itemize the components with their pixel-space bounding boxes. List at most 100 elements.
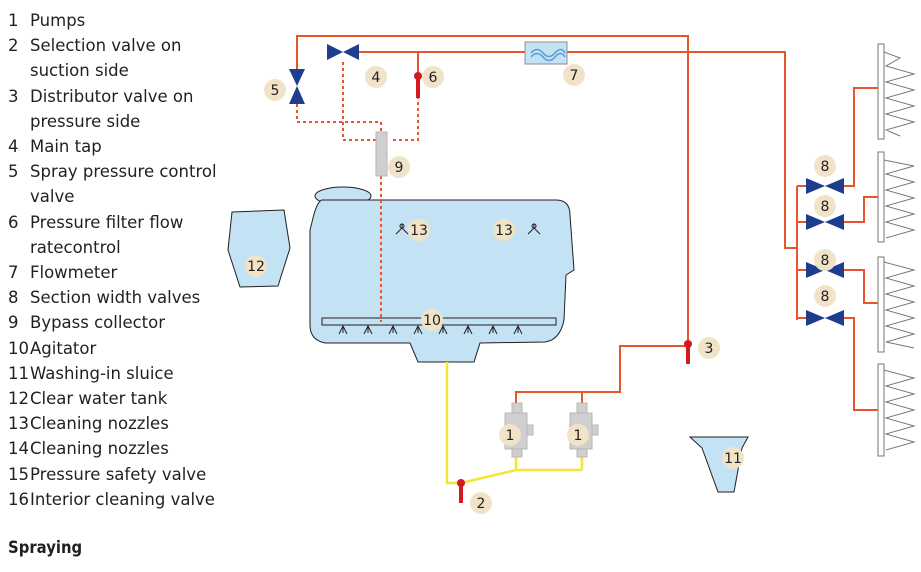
legend-text: Main tap xyxy=(30,137,102,157)
badge-pressure-filter: 6 xyxy=(422,66,444,88)
legend-text: Cleaning nozzles xyxy=(30,414,169,434)
pressure-filter-valve-icon xyxy=(414,72,422,98)
boom-section-2 xyxy=(877,151,885,243)
badge-nozzle-left: 13 xyxy=(408,219,430,241)
legend-text: Pumps xyxy=(30,11,86,30)
legend-item: 1 Pumps xyxy=(8,8,258,33)
bypass-lines xyxy=(296,62,419,322)
pressure-control-valve-icon xyxy=(289,69,305,104)
badge-bypass: 9 xyxy=(388,156,410,178)
legend-text: Selection valve on xyxy=(30,36,182,56)
legend-number: 5 xyxy=(8,162,19,182)
section-valve-4-icon xyxy=(806,310,844,326)
legend-number: 16 xyxy=(8,489,29,509)
legend-number: 7 xyxy=(8,263,19,283)
svg-text:2: 2 xyxy=(477,496,486,512)
svg-text:1: 1 xyxy=(506,428,515,444)
selection-valve-icon xyxy=(457,479,465,503)
legend-text: Cleaning nozzles xyxy=(30,439,169,459)
boom-section-3 xyxy=(877,256,885,353)
badge-selection-valve: 2 xyxy=(470,492,492,514)
badge-nozzle-right: 13 xyxy=(493,219,515,241)
distributor-valve-icon xyxy=(684,340,692,364)
badge-section-4: 8 xyxy=(814,285,836,307)
legend-text: ratecontrol xyxy=(30,237,121,257)
legend-item: suction side xyxy=(8,58,258,83)
legend-number: 8 xyxy=(8,288,19,308)
badge-distributor-valve: 3 xyxy=(698,337,720,359)
legend-number: 12 xyxy=(8,389,29,409)
legend-text: pressure side xyxy=(30,111,141,131)
svg-text:6: 6 xyxy=(429,70,438,86)
legend-number: 3 xyxy=(8,86,19,106)
legend-text: Bypass collector xyxy=(30,313,166,333)
legend-number: 15 xyxy=(8,464,29,484)
legend-text: Agitator xyxy=(30,338,97,358)
legend-number: 1 xyxy=(8,11,19,30)
section-valve-2-icon xyxy=(806,214,844,230)
legend-number: 14 xyxy=(8,439,29,459)
svg-text:4: 4 xyxy=(372,70,381,86)
legend-text: Interior cleaning valve xyxy=(30,489,215,509)
legend-number: 10 xyxy=(8,338,29,358)
badge-pump-right: 1 xyxy=(567,424,589,446)
spray-fan-3 xyxy=(883,261,916,349)
legend-text: Spray pressure control xyxy=(30,162,217,182)
svg-text:9: 9 xyxy=(395,160,404,176)
svg-text:13: 13 xyxy=(410,223,428,239)
boom-section-1 xyxy=(877,43,885,140)
legend-item: 4 Main tap xyxy=(8,134,258,159)
boom-sections xyxy=(877,43,916,457)
svg-text:13: 13 xyxy=(495,223,513,239)
svg-text:8: 8 xyxy=(821,159,830,175)
legend-item: ratecontrol xyxy=(8,235,258,260)
legend-item: 7 Flowmeter xyxy=(8,260,258,285)
badge-main-tap: 4 xyxy=(365,66,387,88)
diagram-title: Spraying xyxy=(8,538,83,557)
legend-text: Flowmeter xyxy=(30,263,118,283)
legend-number: 4 xyxy=(8,137,19,157)
bypass-collector xyxy=(375,131,388,177)
badge-section-1: 8 xyxy=(814,155,836,177)
svg-text:11: 11 xyxy=(724,451,742,467)
legend-item: 2 Selection valve on xyxy=(8,33,258,58)
legend-number: 11 xyxy=(8,363,29,383)
legend-item: 5 Spray pressure control xyxy=(8,159,258,184)
cleaning-nozzle-right-icon xyxy=(527,223,541,235)
legend-text: Clear water tank xyxy=(30,389,168,409)
cleaning-nozzle-left-icon xyxy=(395,223,409,235)
spray-fan-1 xyxy=(883,51,916,137)
legend-item: valve xyxy=(8,184,258,209)
legend-text: Washing-in sluice xyxy=(30,363,174,383)
legend-text: suction side xyxy=(30,61,129,81)
agitator-nozzles xyxy=(338,324,523,335)
legend-item: pressure side xyxy=(8,109,258,134)
badge-washing-sluice: 11 xyxy=(722,447,744,469)
badge-section-2: 8 xyxy=(814,195,836,217)
legend-text: valve xyxy=(30,187,75,207)
section-valve-1-icon xyxy=(806,178,844,194)
badge-clear-water: 12 xyxy=(245,255,267,277)
legend-number: 6 xyxy=(8,212,19,232)
pressure-lines xyxy=(296,35,878,411)
flowmeter-icon xyxy=(524,41,568,65)
svg-text:1: 1 xyxy=(574,428,583,444)
svg-text:10: 10 xyxy=(423,313,441,329)
svg-text:5: 5 xyxy=(271,83,280,99)
legend-number: 2 xyxy=(8,36,19,56)
spray-fan-4 xyxy=(883,369,916,451)
badge-section-3: 8 xyxy=(814,249,836,271)
main-tank xyxy=(309,186,575,363)
